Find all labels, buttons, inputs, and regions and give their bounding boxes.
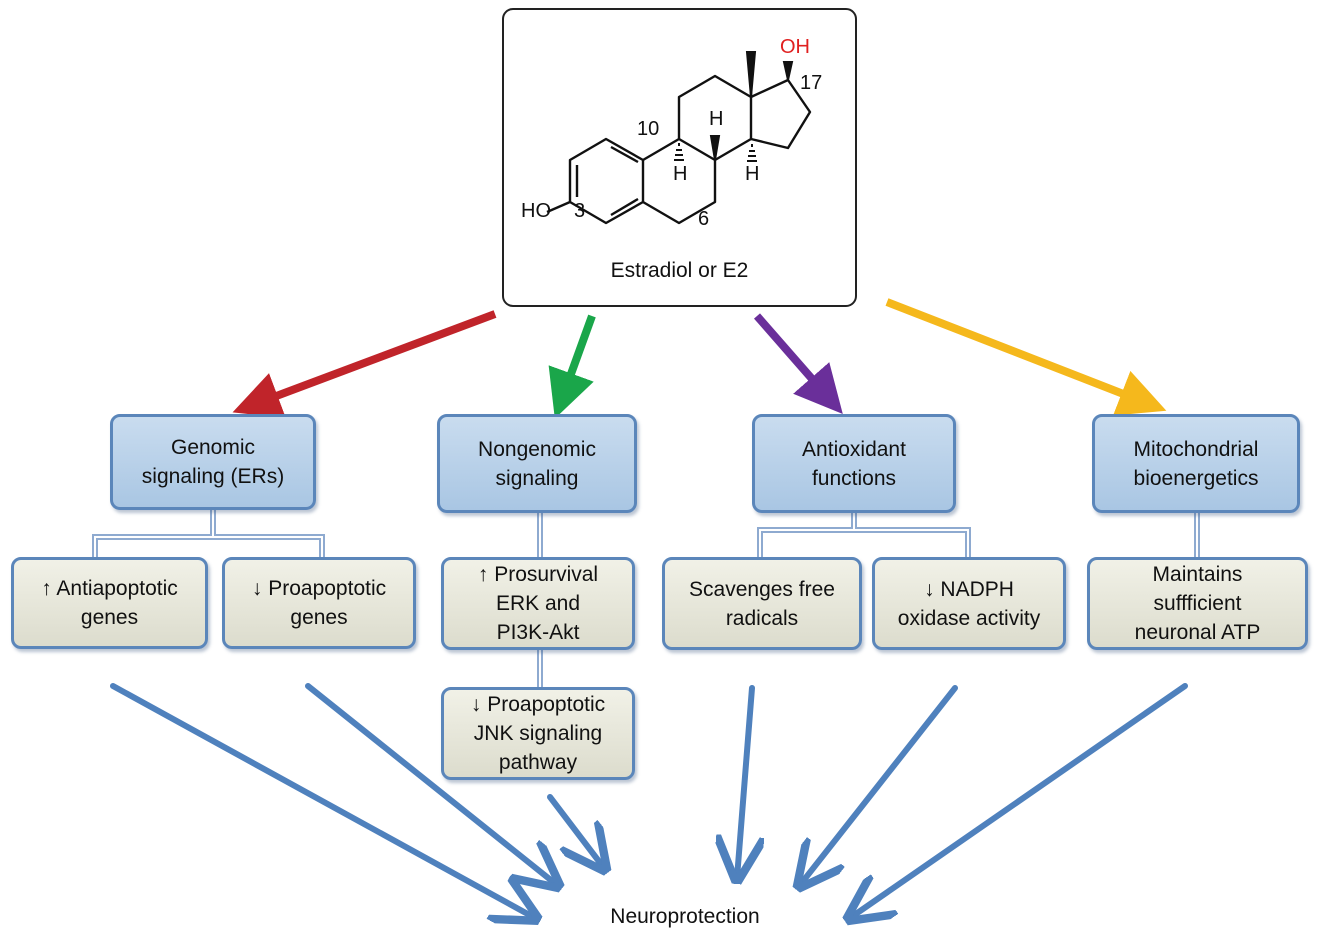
- category-line: Genomic: [170, 436, 256, 459]
- hydrogen-label-c: H: [745, 163, 760, 185]
- arrow-to-nongenomic: [548, 314, 596, 419]
- arrow-to-antioxidant: [753, 313, 843, 415]
- arrow-to-genomic: [232, 310, 497, 419]
- effect-line: PI3K-Akt: [496, 621, 580, 644]
- blue-arrow-2: [305, 683, 557, 885]
- blue-arrow-5: [800, 685, 958, 885]
- effect-line: genes: [290, 606, 348, 629]
- hydrogen-label-b: H: [709, 108, 724, 130]
- effect-line: genes: [80, 606, 139, 629]
- arrows-to-neuroprotection: [110, 683, 1188, 918]
- effect-line: pathway: [498, 751, 578, 774]
- effect-line: suffficient: [1153, 592, 1242, 615]
- effect-proapoptotic-jnk: ↓ Proapoptotic JNK signaling pathway: [441, 687, 635, 780]
- category-antioxidant-functions: Antioxidant functions: [752, 414, 956, 513]
- effect-line: radicals: [725, 606, 799, 630]
- blue-arrow-6: [850, 683, 1188, 918]
- category-genomic-signaling: Genomic signaling (ERs): [110, 414, 316, 510]
- carbon-number-10: 10: [637, 118, 660, 140]
- arrow-to-mitochondrial: [885, 298, 1167, 416]
- connector-antioxidant: [757, 513, 971, 557]
- effect-line: neuronal ATP: [1134, 621, 1261, 644]
- effect-line: ↓ Proapoptotic: [251, 577, 387, 600]
- effect-line: Scavenges free: [689, 577, 835, 601]
- category-mitochondrial-bioenergetics: Mitochondrial bioenergetics: [1092, 414, 1300, 513]
- stereo-bonds: [674, 51, 794, 162]
- effect-line: Maintains: [1152, 563, 1243, 586]
- effect-line: JNK signaling: [473, 722, 603, 745]
- effect-line: ERK and: [495, 592, 581, 615]
- oh-group-top: OH: [780, 36, 810, 58]
- category-nongenomic-signaling: Nongenomic signaling: [437, 414, 637, 513]
- category-line: Nongenomic: [478, 437, 596, 461]
- molecule-name: Estradiol or E2: [610, 259, 749, 282]
- neuroprotection-label: Neuroprotection: [610, 905, 760, 928]
- carbon-number-3: 3: [574, 200, 586, 222]
- effect-nadph-oxidase: ↓ NADPH oxidase activity: [872, 557, 1066, 650]
- category-line: signaling: [495, 466, 579, 490]
- effect-line: ↑ Antiapoptotic: [41, 577, 178, 600]
- category-line: Mitochondrial: [1133, 437, 1259, 461]
- hydrogen-label-a: H: [673, 163, 688, 185]
- effect-line: ↓ NADPH: [924, 577, 1014, 601]
- category-line: Antioxidant: [802, 437, 906, 461]
- molecule-box: [502, 8, 857, 307]
- estradiol-structure: [546, 55, 812, 225]
- blue-arrow-3: [547, 794, 604, 868]
- blue-arrow-4: [737, 685, 752, 878]
- effect-maintains-neuronal-atp: Maintains suffficient neuronal ATP: [1087, 557, 1308, 650]
- category-line: bioenergetics: [1133, 466, 1259, 490]
- connector-genomic: [92, 510, 325, 557]
- effect-antiapoptotic-genes: ↑ Antiapoptotic genes: [11, 557, 208, 649]
- effect-line: oxidase activity: [897, 606, 1041, 630]
- effect-scavenges-free-radicals: Scavenges free radicals: [662, 557, 862, 650]
- category-line: functions: [811, 466, 897, 490]
- carbon-number-6: 6: [698, 208, 710, 230]
- effect-prosurvival-erk-pi3k: ↑ Prosurvival ERK and PI3K-Akt: [441, 557, 635, 650]
- blue-arrow-1: [110, 683, 535, 918]
- effect-line: ↓ Proapoptotic: [470, 693, 606, 716]
- ho-group-left: HO: [521, 200, 551, 222]
- category-line: signaling (ERs): [141, 465, 285, 488]
- effect-line: ↑ Prosurvival: [477, 563, 599, 586]
- effect-proapoptotic-genes: ↓ Proapoptotic genes: [222, 557, 416, 649]
- carbon-number-17: 17: [800, 72, 823, 94]
